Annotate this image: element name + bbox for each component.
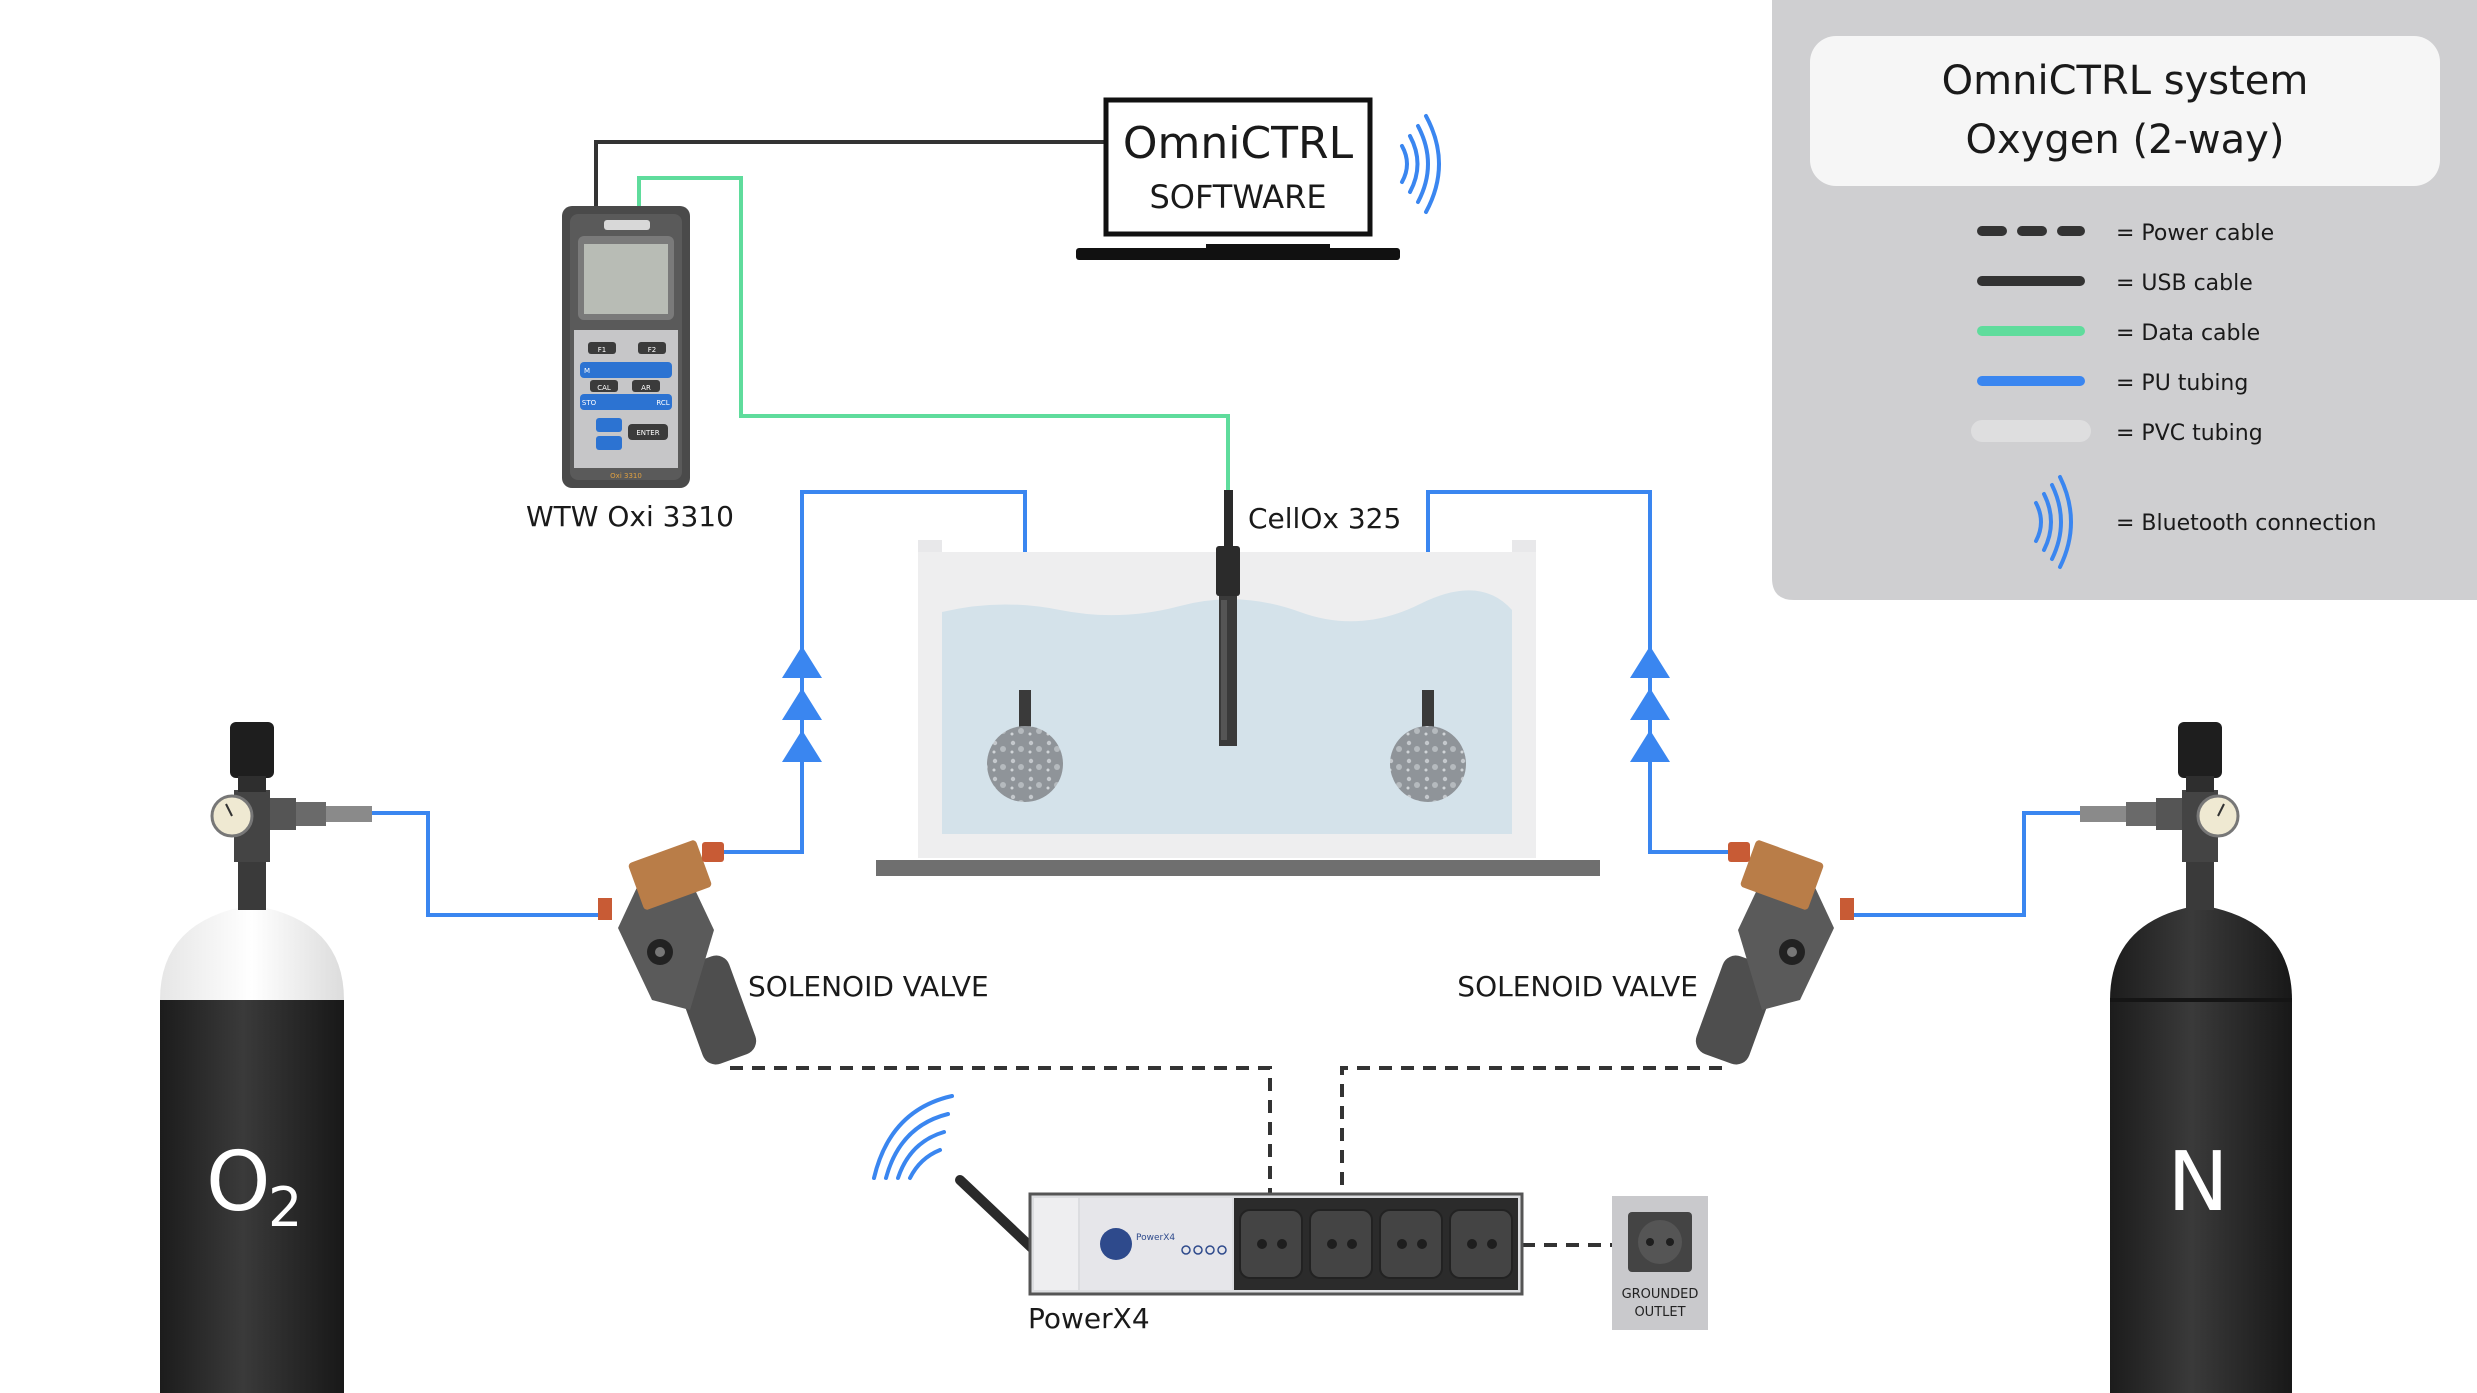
air-stone-left <box>987 690 1063 802</box>
meter-key-sto: STO <box>582 399 597 407</box>
oxygen-cylinder-label: O <box>206 1135 271 1230</box>
software-subtitle: SOFTWARE <box>1149 178 1326 216</box>
grounded-outlet: GROUNDED OUTLET <box>1612 1196 1708 1330</box>
meter-key-ar: AR <box>641 384 651 392</box>
outlet-label-line2: OUTLET <box>1634 1305 1685 1320</box>
legend-panel: OmniCTRL system Oxygen (2-way) = Power c… <box>1772 0 2477 600</box>
legend-bluetooth-icon <box>2034 475 2073 569</box>
outlet-label-line1: GROUNDED <box>1622 1287 1699 1302</box>
legend-title-line1: OmniCTRL system <box>1942 58 2309 104</box>
powerbar-sockets <box>1239 1209 1513 1279</box>
legend-pu-label: = PU tubing <box>2116 371 2248 396</box>
meter-key-f2: F2 <box>648 346 656 354</box>
meter-key-enter: ENTER <box>636 429 659 437</box>
legend-title-line2: Oxygen (2-way) <box>1966 117 2285 163</box>
wtw-meter: F1 F2 M CAL AR STO RCL ENTER Oxi 3310 <box>562 206 690 488</box>
solenoid-valve-right <box>1695 840 1854 1065</box>
meter-key-cal: CAL <box>597 384 611 392</box>
software-title: OmniCTRL <box>1123 118 1354 169</box>
legend-data-label: = Data cable <box>2116 321 2260 346</box>
powerbar-brand: PowerX4 <box>1136 1233 1175 1243</box>
valve-right-label: SOLENOID VALVE <box>1457 970 1698 1003</box>
meter-label: WTW Oxi 3310 <box>526 500 734 533</box>
meter-key-f1: F1 <box>598 346 606 354</box>
laptop: OmniCTRL SOFTWARE <box>1076 97 1400 260</box>
meter-key-m: M <box>584 367 590 375</box>
nitrogen-cylinder-label: N <box>2167 1135 2228 1230</box>
meter-key-rcl: RCL <box>656 399 669 407</box>
legend-usb-label: = USB cable <box>2116 271 2253 296</box>
oxygen-cylinder-subscript: 2 <box>268 1176 302 1239</box>
bluetooth-icon-powerbar <box>872 1094 954 1180</box>
cellox-probe <box>1216 490 1240 746</box>
powerbar-label: PowerX4 <box>1028 1302 1150 1335</box>
valve-left-label: SOLENOID VALVE <box>748 970 989 1003</box>
flow-arrows-left <box>782 646 822 762</box>
air-stone-right <box>1390 690 1466 802</box>
probe-label: CellOx 325 <box>1248 502 1401 535</box>
legend-power-label: = Power cable <box>2116 221 2274 246</box>
meter-model-text: Oxi 3310 <box>610 472 642 480</box>
powerbar: PowerX4 <box>1028 1192 1524 1296</box>
solenoid-valve-left <box>598 840 757 1065</box>
legend-bluetooth-label: = Bluetooth connection <box>2116 511 2376 536</box>
usb-cable <box>594 140 1106 210</box>
powerbar-antenna <box>955 1175 1039 1255</box>
legend-pvc-label: = PVC tubing <box>2116 421 2263 446</box>
power-cables <box>730 1066 1722 1247</box>
oxygen-cylinder: O 2 <box>160 722 372 1393</box>
flow-arrows-right <box>1630 646 1670 762</box>
nitrogen-cylinder: N <box>2080 722 2292 1393</box>
bluetooth-icon-laptop <box>1400 114 1441 214</box>
data-cable <box>637 176 1230 490</box>
